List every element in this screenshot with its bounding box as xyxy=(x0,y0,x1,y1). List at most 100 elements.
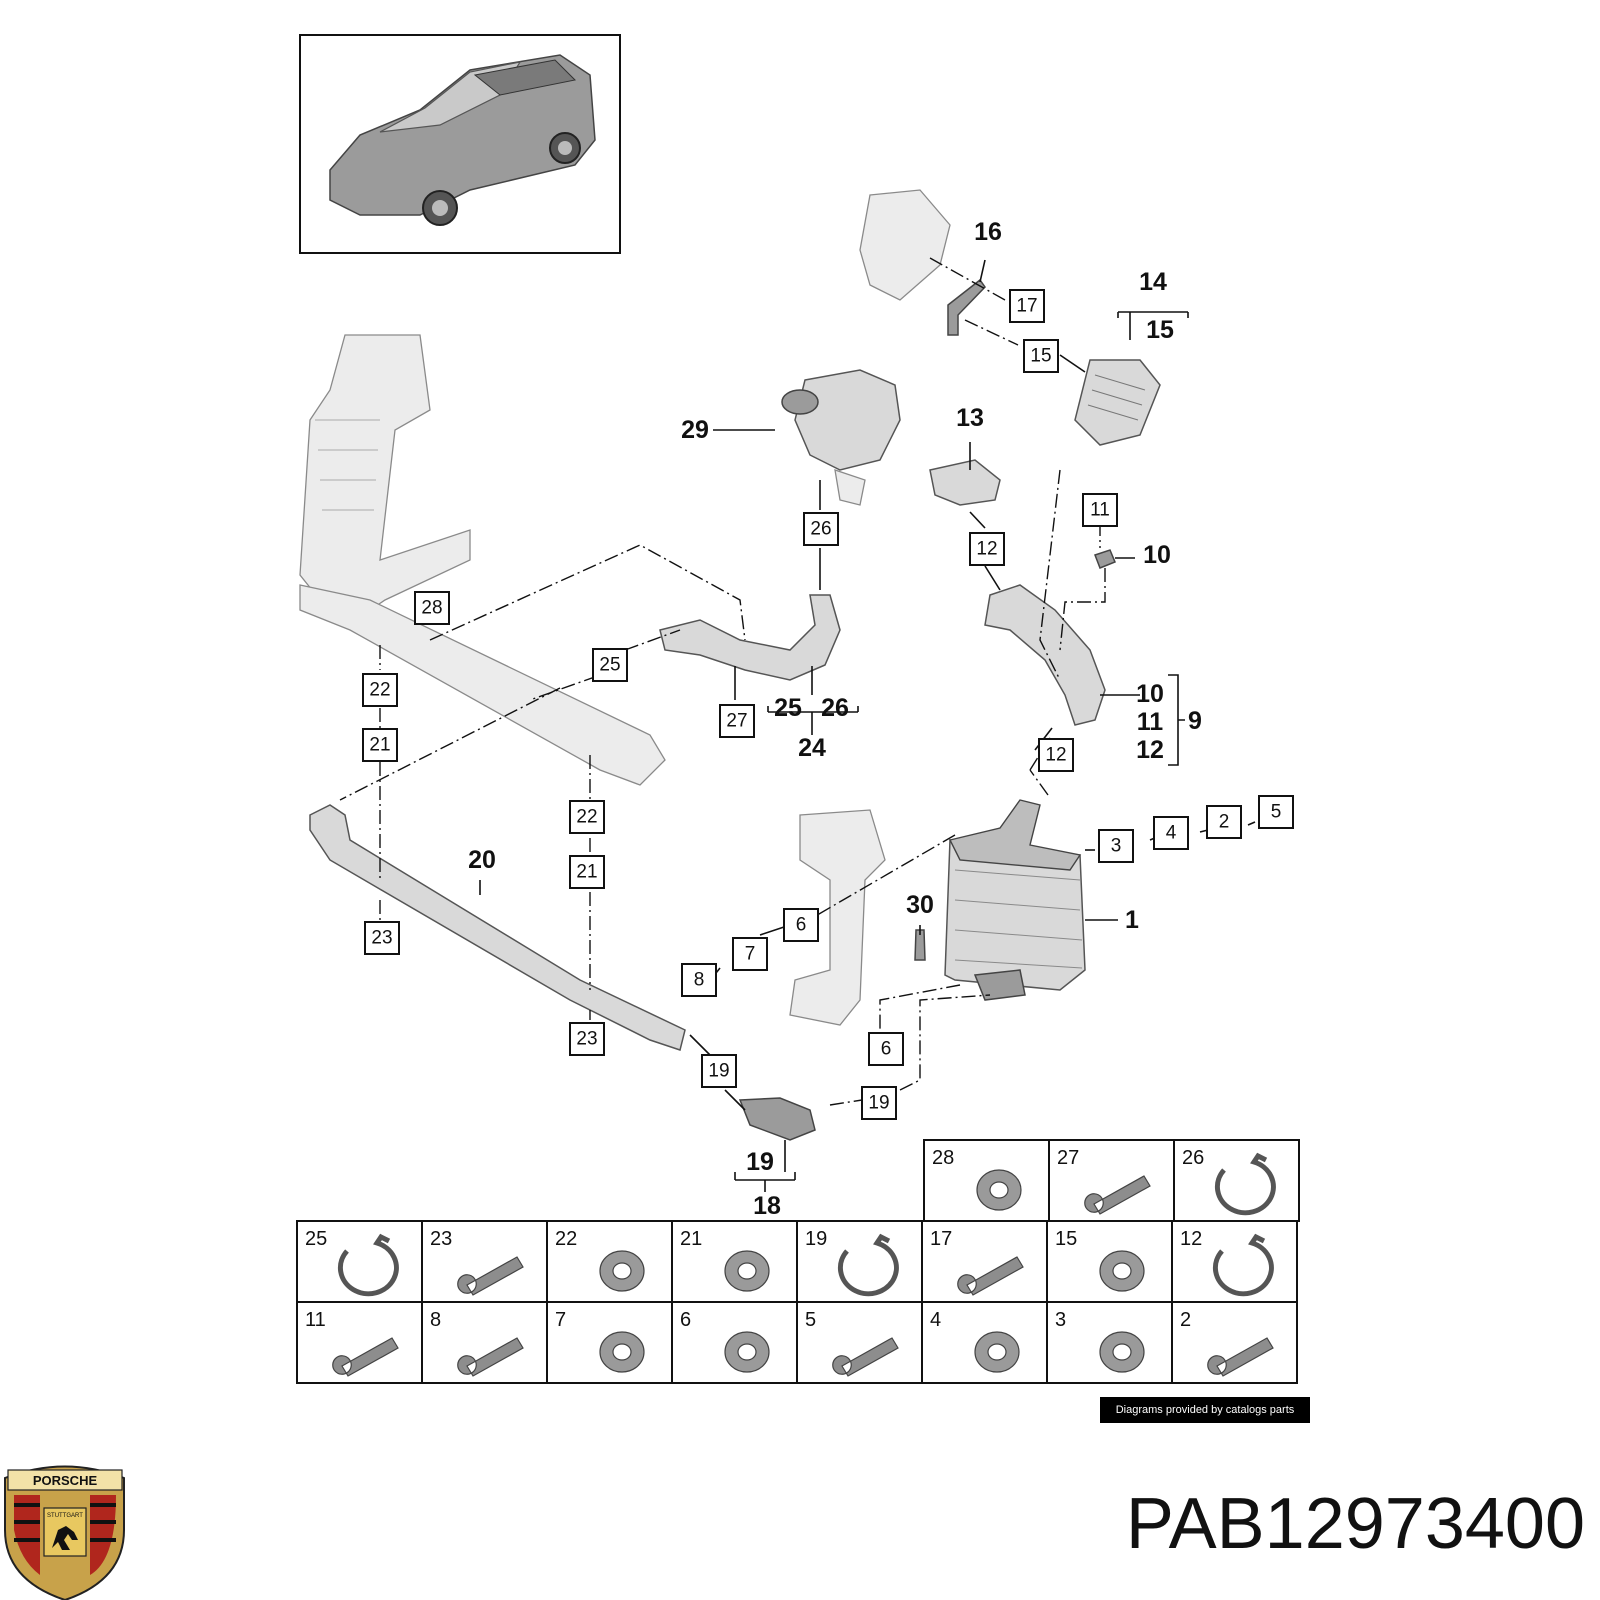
svg-text:19: 19 xyxy=(708,1061,729,1082)
parts-table-part-sketch xyxy=(976,1169,1022,1211)
callout-box-8: 8 xyxy=(681,963,717,997)
svg-text:6: 6 xyxy=(881,1039,892,1060)
parts-table-cell-number: 26 xyxy=(1182,1147,1204,1169)
svg-text:21: 21 xyxy=(576,862,597,883)
parts-table-cell-number: 3 xyxy=(1055,1309,1066,1331)
callout-20: 20 xyxy=(468,846,496,874)
callout-11: 11 xyxy=(1137,708,1164,736)
callout-box-7: 7 xyxy=(732,937,768,971)
svg-text:12: 12 xyxy=(976,539,997,560)
callout-box-2: 2 xyxy=(1206,805,1242,839)
parts-table-part-sketch xyxy=(1084,1175,1151,1215)
callout-10: 10 xyxy=(1136,680,1164,708)
callout-16: 16 xyxy=(974,218,1002,246)
callout-box-6: 6 xyxy=(783,908,819,942)
parts-table-cell: 6 xyxy=(671,1301,798,1384)
callout-box-5: 5 xyxy=(1258,795,1294,829)
callout-18: 18 xyxy=(753,1192,781,1220)
callout-box-15: 15 xyxy=(1023,339,1059,373)
callout-10: 10 xyxy=(1143,541,1171,569)
svg-text:15: 15 xyxy=(1030,346,1051,367)
svg-text:3: 3 xyxy=(1111,836,1122,857)
svg-text:19: 19 xyxy=(868,1093,889,1114)
front-carrier-right xyxy=(789,809,886,1026)
parts-table-cell: 28 xyxy=(923,1139,1050,1222)
air-duct-bracket xyxy=(859,189,951,301)
callout-box-28: 28 xyxy=(414,591,450,625)
parts-table-cell-number: 23 xyxy=(430,1228,452,1250)
svg-text:17: 17 xyxy=(1016,296,1037,317)
parts-table: 28 27 26 25 23 22 21 19 17 15 12 11 8 7 6 5 4 3 2 xyxy=(296,1139,1300,1384)
parts-table-cell-number: 6 xyxy=(680,1309,691,1331)
parts-table-cell: 2 xyxy=(1171,1301,1298,1384)
callout-19: 19 xyxy=(746,1148,774,1176)
callout-25: 25 xyxy=(774,694,802,722)
parts-table-cell-number: 27 xyxy=(1057,1147,1079,1169)
vent-hose xyxy=(947,278,986,336)
parts-table-part-sketch xyxy=(974,1331,1020,1373)
parts-table-part-sketch xyxy=(837,1233,899,1297)
callout-box-6: 6 xyxy=(868,1032,904,1066)
callout-9: 9 xyxy=(1188,707,1202,735)
callout-15: 15 xyxy=(1146,316,1174,344)
callout-box-22: 22 xyxy=(362,673,398,707)
callout-box-11: 11 xyxy=(1082,493,1118,527)
parts-table-part-sketch xyxy=(457,1337,524,1377)
parts-table-part-sketch xyxy=(832,1337,899,1377)
callout-box-26: 26 xyxy=(803,512,839,546)
parts-table-cell-number: 12 xyxy=(1180,1228,1202,1250)
svg-text:23: 23 xyxy=(371,928,392,949)
callout-30: 30 xyxy=(906,891,934,919)
parts-table-cell-number: 21 xyxy=(680,1228,702,1250)
charge-air-pipe-long xyxy=(309,804,686,1051)
parts-table-part-sketch xyxy=(599,1331,645,1373)
parts-table-part-sketch xyxy=(724,1250,770,1292)
svg-text:22: 22 xyxy=(576,807,597,828)
resonator xyxy=(1074,359,1161,446)
callout-1: 1 xyxy=(1125,906,1139,934)
vehicle-thumbnail xyxy=(299,34,621,254)
parts-table-cell-number: 15 xyxy=(1055,1228,1077,1250)
svg-text:21: 21 xyxy=(369,735,390,756)
callout-box-19: 19 xyxy=(861,1086,897,1120)
parts-table-cell: 19 xyxy=(796,1220,923,1303)
svg-text:25: 25 xyxy=(599,655,620,676)
turbocharger xyxy=(781,369,901,506)
parts-table-cell-number: 22 xyxy=(555,1228,577,1250)
svg-text:22: 22 xyxy=(369,680,390,701)
pressure-sensor xyxy=(1094,549,1116,569)
parts-table-cell-number: 8 xyxy=(430,1309,441,1331)
parts-table-cell: 17 xyxy=(921,1220,1048,1303)
parts-table-cell-number: 28 xyxy=(932,1147,954,1169)
parts-table-cell: 26 xyxy=(1173,1139,1300,1222)
charge-hose-bend xyxy=(659,594,841,681)
callout-box-17: 17 xyxy=(1009,289,1045,323)
part-shapes xyxy=(299,189,1161,1141)
svg-text:28: 28 xyxy=(421,598,442,619)
parts-table-cell-number: 5 xyxy=(805,1309,816,1331)
callout-24: 24 xyxy=(798,734,826,762)
charge-air-pipe-upper xyxy=(984,584,1106,726)
svg-text:27: 27 xyxy=(726,711,747,732)
parts-table-part-sketch xyxy=(1099,1250,1145,1292)
parts-table-cell-number: 7 xyxy=(555,1309,566,1331)
callout-13: 13 xyxy=(956,404,984,432)
parts-table-cell: 11 xyxy=(296,1301,423,1384)
svg-text:26: 26 xyxy=(810,519,831,540)
parts-table-cell-number: 4 xyxy=(930,1309,941,1331)
parts-table-cell-number: 11 xyxy=(305,1309,326,1331)
svg-text:PORSCHE: PORSCHE xyxy=(33,1473,98,1488)
parts-table-cell-number: 25 xyxy=(305,1228,327,1250)
callout-29: 29 xyxy=(681,416,709,444)
cross-member xyxy=(299,584,666,786)
parts-table-cell-number: 17 xyxy=(930,1228,952,1250)
parts-table-part-sketch xyxy=(457,1256,524,1296)
svg-text:8: 8 xyxy=(694,970,705,991)
callout-box-3: 3 xyxy=(1098,829,1134,863)
callout-box-19: 19 xyxy=(701,1054,737,1088)
parts-table-part-sketch xyxy=(599,1250,645,1292)
parts-table-cell: 3 xyxy=(1046,1301,1173,1384)
parts-table-part-sketch xyxy=(1207,1337,1274,1377)
parts-table-cell: 5 xyxy=(796,1301,923,1384)
parts-table-part-sketch xyxy=(1099,1331,1145,1373)
